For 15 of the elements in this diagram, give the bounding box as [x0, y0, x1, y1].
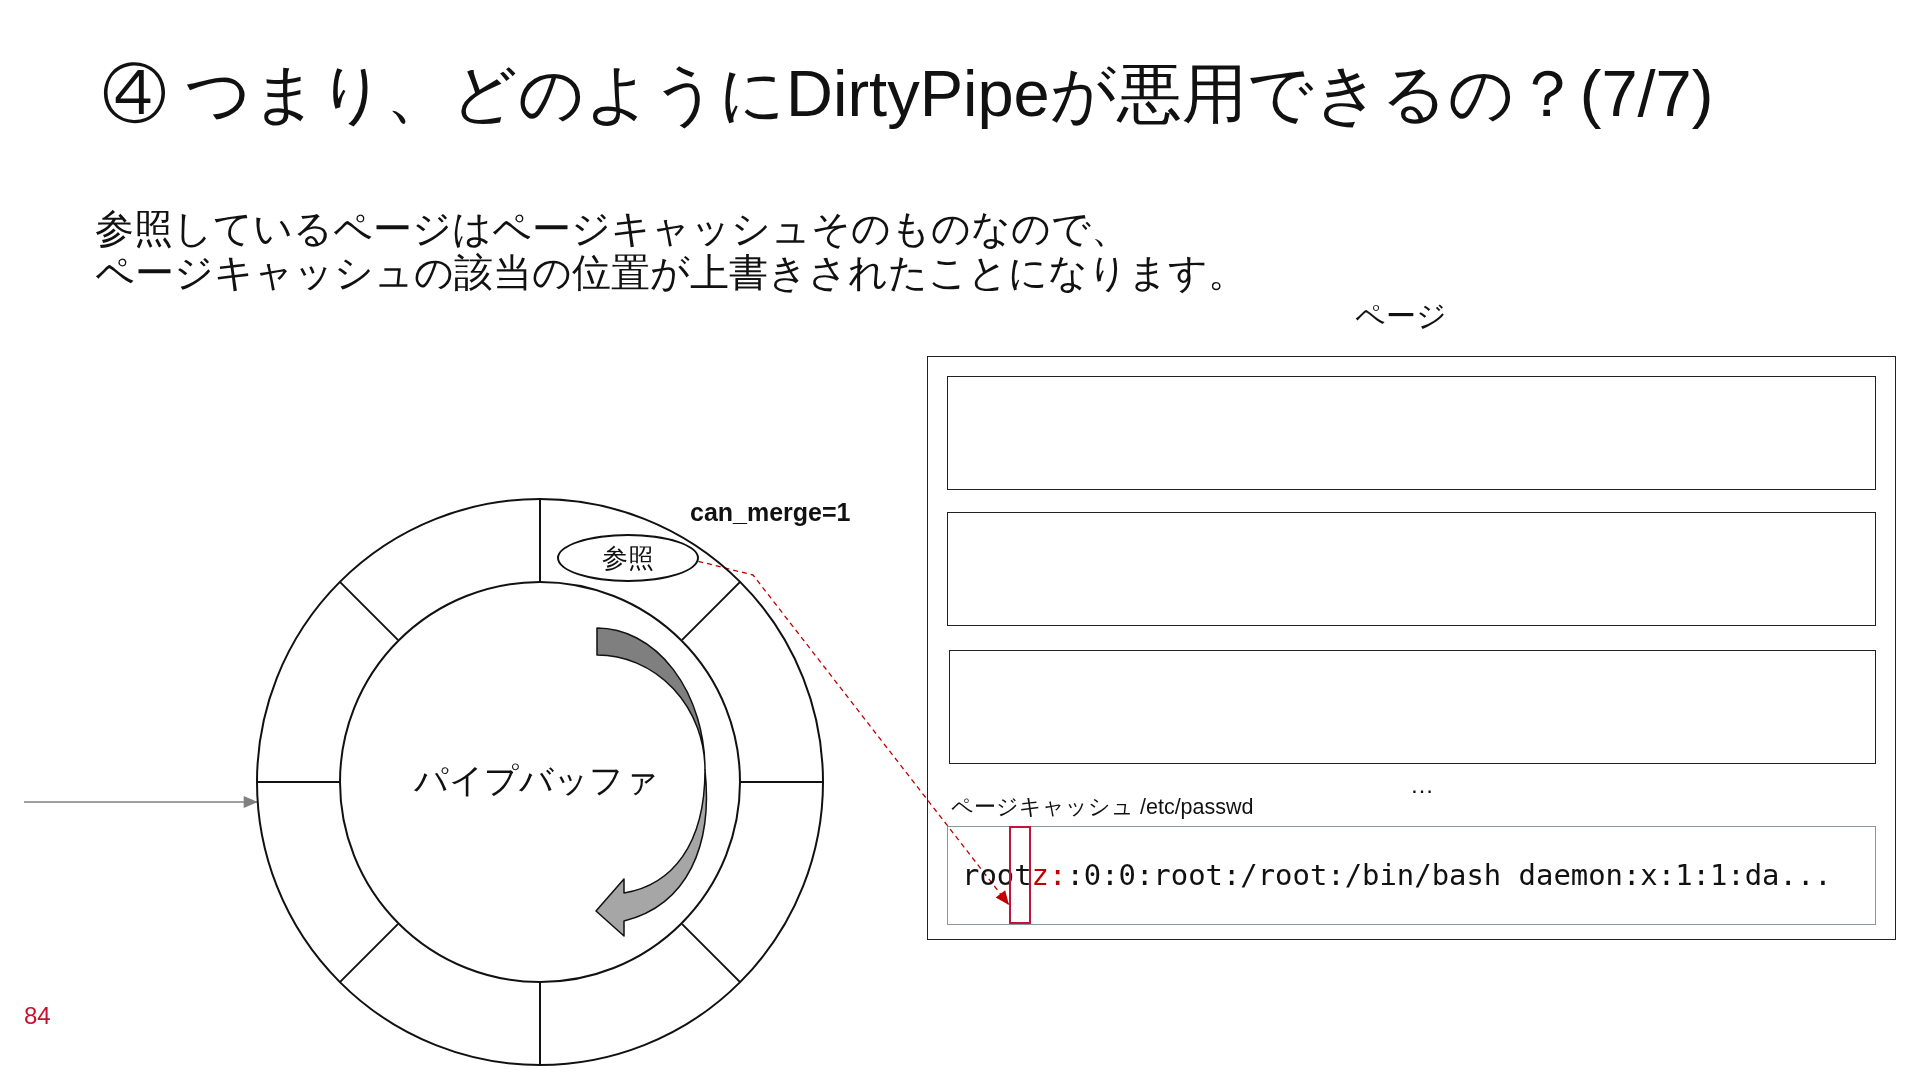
empty-box [949, 650, 1876, 764]
body-text: 参照しているページはページキャッシュそのものなので、ページキャッシュの該当の位置が上書きされたことになります。 [95, 207, 1248, 295]
ellipsis: … [1410, 770, 1434, 800]
empty-box [947, 512, 1876, 626]
buffer-label: パイプバッファ [413, 760, 659, 801]
input-arrow [23, 796, 259, 808]
empty-box [947, 376, 1876, 490]
buffer-circle [339, 581, 741, 983]
reference-ellipse: 参照 [557, 534, 699, 582]
page-number: 84 [24, 1001, 51, 1031]
page-heading: ページ [1355, 298, 1447, 334]
slide-title: ④ つまり、どのようにDirtyPipeが悪用できるの？(7/7) [102, 56, 1714, 132]
reference-arrow [697, 560, 1010, 906]
cache-heading: ページキャッシュ /etc/passwd [951, 794, 1254, 821]
flag-label: can_merge=1 [690, 497, 851, 528]
